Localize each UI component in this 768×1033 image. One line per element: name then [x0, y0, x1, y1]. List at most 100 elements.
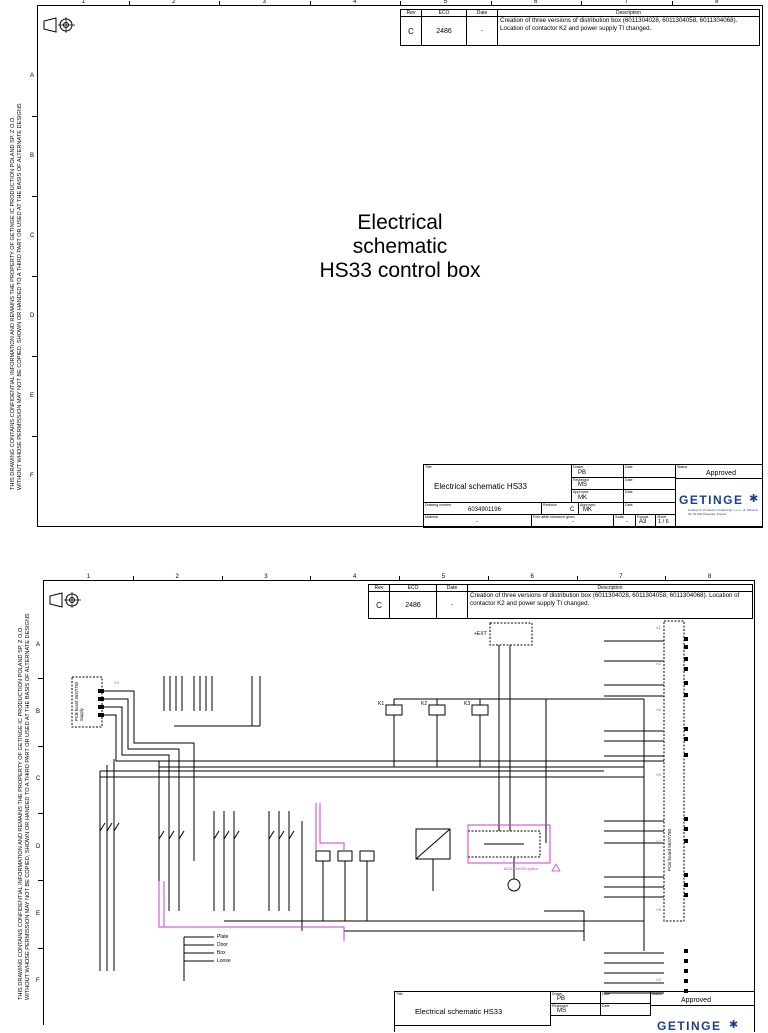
rev-header: Rev — [400, 9, 422, 17]
row-label: B — [30, 153, 35, 159]
column-label: 3 — [264, 574, 268, 580]
row-tick — [32, 436, 37, 437]
row-label: F — [30, 473, 34, 479]
cover-title-line: schematic — [352, 235, 448, 258]
tolerance-value: - — [572, 519, 574, 525]
column-tick — [309, 1, 311, 6]
format-value: A3 — [639, 519, 647, 525]
status-value: Approved — [706, 470, 736, 477]
connector-refs: X3 X1 X2 X6 X5 X7 X8 X4 — [114, 625, 662, 982]
tolerance-label: Free affair tolerance given — [533, 515, 575, 519]
material-value: - — [476, 519, 478, 525]
status-label: Status — [677, 465, 688, 469]
row-tick — [38, 813, 43, 814]
column-label: 7 — [619, 574, 623, 580]
row-label: D — [30, 313, 35, 319]
row-label: C — [30, 233, 35, 239]
contactor-label: K3 — [464, 701, 471, 707]
format-label: Format — [637, 515, 649, 519]
pcb-board-box — [663, 620, 685, 922]
material-label: Material — [425, 515, 438, 519]
cover-title-line: Electrical — [357, 211, 443, 234]
row-label: A — [30, 73, 35, 79]
column-tick — [487, 576, 489, 581]
date-value: - — [466, 16, 498, 46]
row-tick — [38, 678, 43, 680]
date-header: Date — [466, 9, 498, 17]
row-tick — [32, 116, 37, 117]
option-wiring — [158, 803, 551, 941]
date-label: Date — [625, 503, 633, 507]
column-label: 1 — [86, 574, 91, 580]
svg-text:X8: X8 — [656, 907, 662, 912]
row-label: E — [36, 911, 41, 917]
row-tick — [38, 745, 43, 747]
row-tick — [32, 196, 37, 197]
column-tick — [310, 576, 312, 581]
cover-title-line: HS33 control box — [319, 259, 481, 282]
column-tick — [665, 576, 667, 581]
confidential-line: WITHOUT WHOSE PERMISSION MAY NOT BE COPI… — [17, 103, 23, 490]
status-value: Approved — [681, 997, 711, 1004]
date-label: Date — [625, 465, 633, 469]
option-note: 6011304028 option — [504, 866, 538, 871]
row-tick — [32, 276, 37, 277]
sheet-value: 1 / 6 — [658, 519, 669, 525]
getinge-star-icon: ✱ — [729, 1019, 739, 1031]
row-label: C — [36, 776, 41, 783]
revision-label: Revision — [543, 503, 557, 507]
date-value: - — [436, 591, 468, 619]
pcb-supply-label: PCB board 5637/750 Supply — [74, 681, 84, 721]
approved-label: Approved — [580, 503, 596, 507]
column-label: 2 — [175, 574, 179, 580]
getinge-logo-icon: GETINGE — [679, 493, 744, 507]
drawing-number-value: 6034901196 — [468, 507, 501, 513]
legend-item: Door — [217, 942, 228, 948]
confidential-notice: THIS DRAWING CONTAINS CONFIDENTIAL INFOR… — [18, 613, 32, 1000]
electrical-schematic: X3 X1 X2 X6 X5 X7 X8 X4 — [71, 620, 688, 994]
column-tick — [219, 1, 220, 6]
column-label: 6 — [534, 0, 538, 5]
date-label: Date — [625, 478, 633, 482]
column-label: 3 — [262, 0, 266, 5]
drawn-label: Drawn — [552, 992, 563, 996]
revision-value: C — [570, 507, 575, 513]
svg-text:X2: X2 — [656, 661, 662, 666]
svg-text:X3: X3 — [114, 680, 120, 685]
column-label: 8 — [707, 574, 712, 580]
drawn-value: PB — [557, 996, 566, 1002]
reviewed-label: Reviewed — [573, 478, 589, 482]
svg-text:X6: X6 — [656, 707, 662, 712]
svg-text:X7: X7 — [656, 839, 662, 844]
eco-header: ECO — [421, 9, 467, 17]
drawing-title: Electrical schematic HS33 — [434, 482, 527, 491]
row-label: E — [30, 393, 35, 399]
column-tick — [576, 576, 578, 581]
svg-text:X5: X5 — [656, 772, 662, 777]
confidential-line: THIS DRAWING CONTAINS CONFIDENTIAL INFOR… — [18, 626, 24, 1000]
drawn-label: Drawn — [573, 465, 584, 469]
date-label: Date — [602, 992, 610, 996]
title-label: Title — [396, 992, 403, 996]
row-label: B — [36, 709, 41, 715]
sheet-label: Sheet — [657, 515, 667, 519]
approved-label: Approved — [573, 490, 589, 494]
pcb-board-label: PCB board 5637/750 — [667, 828, 672, 871]
approved-value: MK — [583, 507, 592, 513]
reviewed-value: MS — [578, 482, 587, 488]
scale-value: - — [626, 519, 628, 525]
column-label: 4 — [352, 574, 357, 580]
revision-table: Rev ECO Date Description C 2486 - Creati… — [400, 9, 760, 46]
pcb-supply-box — [71, 676, 103, 728]
svg-text:X1: X1 — [656, 625, 662, 630]
column-tick — [128, 1, 130, 6]
column-tick — [581, 1, 582, 6]
scale-label: Scale — [615, 515, 624, 519]
svg-text:X4: X4 — [656, 977, 662, 982]
reviewed-value: MS — [557, 1008, 566, 1014]
column-tick — [490, 1, 492, 6]
eco-value: 2486 — [421, 16, 467, 46]
revision-table: Rev ECO Date Description C 2486 - Creati… — [368, 584, 753, 619]
